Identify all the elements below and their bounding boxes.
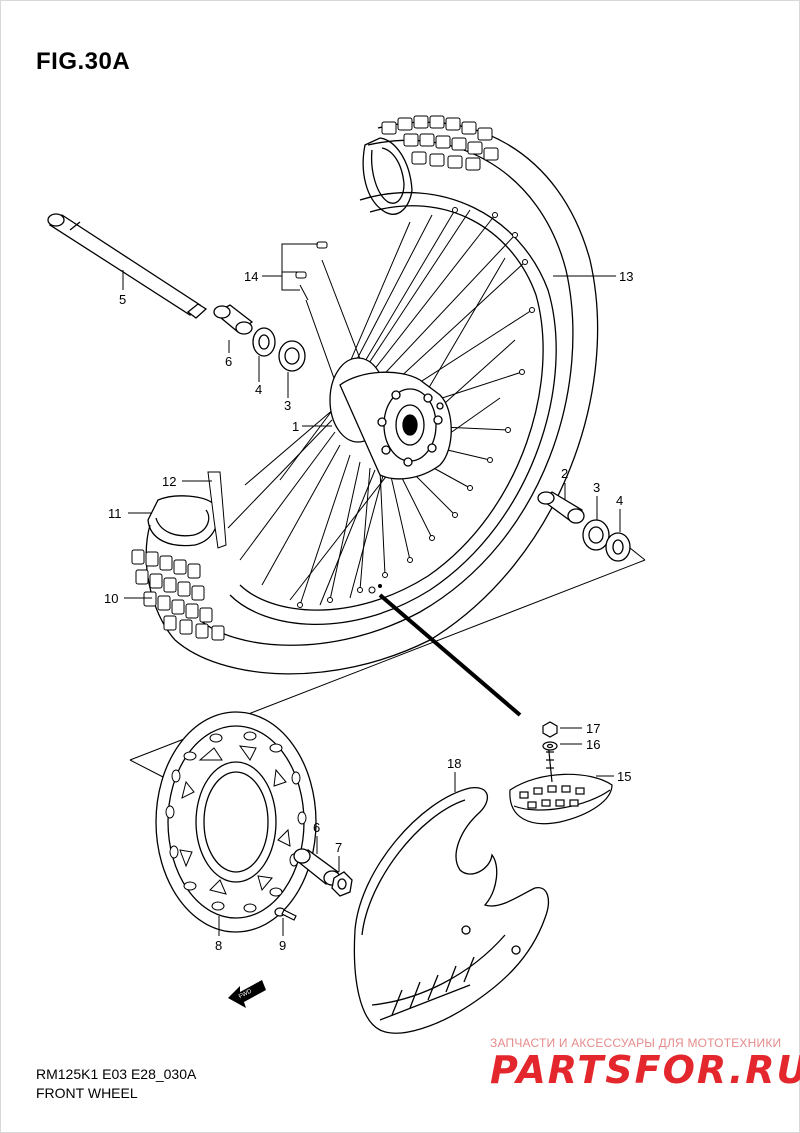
watermark-subtitle: ЗАПЧАСТИ И АКСЕССУАРЫ ДЛЯ МОТОТЕХНИКИ [490, 1036, 782, 1050]
callout-3-right: 3 [593, 480, 600, 495]
brake-disc [155, 711, 317, 933]
rim-lock [509, 741, 613, 825]
model-code: RM125K1 E03 E28_030A [36, 1066, 197, 1082]
watermark-tld: .RU [728, 1048, 800, 1092]
pointer-line [368, 584, 522, 717]
callout-16: 16 [586, 737, 600, 752]
callout-17: 17 [586, 721, 600, 736]
callout-5: 5 [119, 292, 126, 307]
spoke-samples [295, 241, 328, 301]
disc-holes [165, 731, 307, 913]
axle [47, 213, 208, 319]
callout-3-left: 3 [284, 398, 291, 413]
bearing-left [278, 340, 306, 372]
oil-seal-right [605, 532, 631, 562]
disc-cover [353, 787, 549, 1034]
callout-4-left: 4 [255, 382, 262, 397]
hub [329, 357, 452, 480]
callout-10: 10 [104, 591, 118, 606]
axle-nut [331, 871, 353, 897]
rim-band [207, 471, 227, 549]
fwd-arrow-icon: FWD [228, 980, 266, 1008]
callout-12: 12 [162, 474, 176, 489]
watermark-brand-name: PARTSFOR [490, 1048, 729, 1092]
callout-9: 9 [279, 938, 286, 953]
tire [145, 121, 599, 675]
callout-1: 1 [292, 419, 299, 434]
figure-caption: FRONT WHEEL [36, 1085, 138, 1101]
tread-left [131, 549, 225, 641]
callout-7: 7 [335, 840, 342, 855]
spacer [537, 491, 585, 524]
disc-bolt [274, 907, 297, 921]
callout-13: 13 [619, 269, 633, 284]
spoke-nipples [297, 207, 535, 608]
callout-4-right: 4 [616, 493, 623, 508]
callout-6-lower: 6 [313, 820, 320, 835]
leader-lines [122, 243, 621, 936]
callout-6-upper: 6 [225, 354, 232, 369]
callout-15: 15 [617, 769, 631, 784]
callout-labels: 1 2 3 3 4 4 5 6 6 7 8 9 10 11 12 13 14 1… [104, 269, 633, 953]
bearing-right [582, 519, 610, 551]
oil-seal-left [252, 327, 276, 357]
collar-left [213, 304, 254, 335]
callout-14: 14 [244, 269, 258, 284]
washer-and-nut [542, 721, 558, 751]
callout-2: 2 [561, 466, 568, 481]
watermark-brand: PARTSFOR.RU [490, 1048, 800, 1092]
tread-top [381, 115, 499, 171]
figure-title: FIG.30A [36, 48, 131, 75]
callout-11: 11 [108, 506, 122, 521]
callout-18: 18 [447, 756, 461, 771]
callout-8: 8 [215, 938, 222, 953]
